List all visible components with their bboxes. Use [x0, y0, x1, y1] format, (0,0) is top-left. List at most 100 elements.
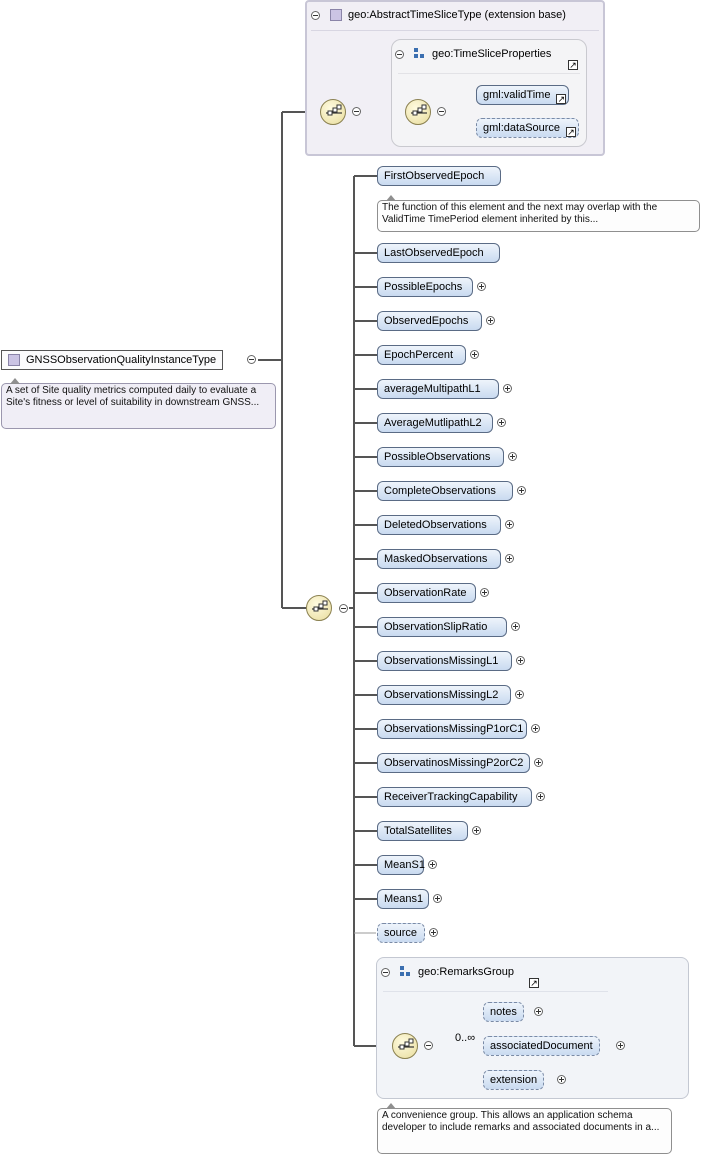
element-means1[interactable]: MeanS1	[377, 855, 425, 875]
expand-icon[interactable]	[505, 554, 514, 563]
expand-icon[interactable]	[517, 486, 526, 495]
remarks-group-title: geo:RemarksGroup	[418, 966, 514, 978]
element-label: PossibleObservations	[384, 451, 491, 463]
collapse-icon[interactable]	[381, 967, 390, 977]
element-label: ReceiverTrackingCapability	[384, 791, 518, 803]
element-notes[interactable]: notes	[483, 1002, 524, 1022]
element-label: LastObservedEpoch	[384, 247, 484, 259]
element-label: PossibleEpochs	[384, 281, 463, 293]
link-arrow-icon[interactable]: ↗	[529, 978, 539, 988]
collapse-icon[interactable]	[311, 10, 320, 20]
base-sequence-compositor[interactable]	[320, 99, 346, 125]
element-label: FirstObservedEpoch	[384, 170, 485, 182]
element-label: MaskedObservations	[384, 553, 488, 565]
element-totalsatellites[interactable]: TotalSatellites	[377, 821, 468, 841]
element-gml-datasource[interactable]: gml:dataSource ↗	[476, 118, 580, 138]
remarks-sequence-compositor[interactable]	[392, 1033, 418, 1059]
element-observationslipratio[interactable]: ObservationSlipRatio	[377, 617, 507, 637]
element-label: gml:dataSource	[483, 122, 561, 134]
element-observatinosmissingp2orc2[interactable]: ObservatinosMissingP2orC2	[377, 753, 530, 773]
element-label: CompleteObservations	[384, 485, 496, 497]
element-label: ObservationRate	[384, 587, 467, 599]
occurrence-label: 0..∞	[455, 1032, 476, 1044]
element-label: ObservationsMissingL2	[384, 689, 499, 701]
type-square-icon	[8, 354, 20, 366]
element-label: ObservatinosMissingP2orC2	[384, 757, 524, 769]
element-gml-validtime[interactable]: gml:validTime ↗	[476, 85, 570, 105]
expand-icon[interactable]	[470, 350, 479, 359]
root-doc-text: A set of Site quality metrics computed d…	[6, 385, 260, 408]
remarks-doc-text: A convenience group. This allows an appl…	[382, 1110, 660, 1133]
expand-icon[interactable]	[497, 418, 506, 427]
time-slice-group-title: geo:TimeSliceProperties	[432, 48, 552, 60]
element-source[interactable]: source	[377, 923, 425, 943]
element-label: ObservationsMissingP1orC1	[384, 723, 524, 735]
root-type-documentation: A set of Site quality metrics computed d…	[1, 378, 276, 429]
element-label: Means1	[384, 893, 424, 905]
element-label: ObservationsMissingL1	[384, 655, 499, 667]
expand-icon[interactable]	[433, 894, 442, 903]
element-label: ObservedEpochs	[384, 315, 469, 327]
collapse-icon[interactable]	[437, 107, 446, 116]
group-sequence-compositor[interactable]	[405, 99, 431, 125]
expand-icon[interactable]	[508, 452, 517, 461]
expand-icon[interactable]	[480, 588, 489, 597]
expand-icon[interactable]	[534, 758, 543, 767]
element-label: source	[384, 927, 418, 939]
element-observationsmissingl1[interactable]: ObservationsMissingL1	[377, 651, 512, 671]
group-icon	[414, 48, 426, 60]
expand-icon[interactable]	[536, 792, 545, 801]
link-arrow-icon[interactable]: ↗	[566, 127, 577, 137]
element-averagemutlipathl2[interactable]: AverageMutlipathL2	[377, 413, 493, 433]
expand-icon[interactable]	[503, 384, 512, 393]
expand-icon[interactable]	[428, 860, 437, 869]
element-possibleepochs[interactable]: PossibleEpochs	[377, 277, 473, 297]
expand-icon[interactable]	[477, 282, 486, 291]
expand-icon[interactable]	[515, 690, 524, 699]
expand-icon[interactable]	[429, 928, 438, 937]
collapse-icon[interactable]	[339, 604, 348, 613]
expand-icon[interactable]	[472, 826, 481, 835]
element-associated-document[interactable]: associatedDocument	[483, 1036, 600, 1056]
group-icon	[400, 966, 412, 978]
element-lastobservedepoch[interactable]: LastObservedEpoch	[377, 243, 500, 263]
element-possibleobservations[interactable]: PossibleObservations	[377, 447, 504, 467]
collapse-icon[interactable]	[352, 107, 361, 116]
element-label: gml:validTime	[483, 89, 551, 101]
expand-icon[interactable]	[616, 1041, 625, 1050]
element-observationrate[interactable]: ObservationRate	[377, 583, 476, 603]
sequence-compositor-icon	[398, 1038, 414, 1050]
element-observationsmissingp1orc1[interactable]: ObservationsMissingP1orC1	[377, 719, 527, 739]
element-label: associatedDocument	[490, 1040, 593, 1052]
root-type-node[interactable]: GNSSObservationQualityInstanceType	[1, 350, 224, 370]
element-label: DeletedObservations	[384, 519, 487, 531]
expand-icon[interactable]	[531, 724, 540, 733]
link-arrow-icon[interactable]: ↗	[568, 60, 578, 70]
collapse-icon[interactable]	[395, 49, 404, 59]
element-label: TotalSatellites	[384, 825, 452, 837]
element-completeobservations[interactable]: CompleteObservations	[377, 481, 513, 501]
element-observedepochs[interactable]: ObservedEpochs	[377, 311, 482, 331]
link-arrow-icon[interactable]: ↗	[556, 94, 567, 104]
expand-icon[interactable]	[516, 656, 525, 665]
element-extension[interactable]: extension	[483, 1070, 545, 1090]
element-maskedobservations[interactable]: MaskedObservations	[377, 549, 501, 569]
expand-icon[interactable]	[557, 1075, 566, 1084]
collapse-icon[interactable]	[247, 355, 256, 364]
element-label: averageMultipathL1	[384, 383, 481, 395]
expand-icon[interactable]	[511, 622, 520, 631]
element-epochpercent[interactable]: EpochPercent	[377, 345, 466, 365]
element-deletedobservations[interactable]: DeletedObservations	[377, 515, 501, 535]
element-observationsmissingl2[interactable]: ObservationsMissingL2	[377, 685, 511, 705]
collapse-icon[interactable]	[424, 1041, 433, 1050]
element-label: AverageMutlipathL2	[384, 417, 482, 429]
element-averagemultipathl1[interactable]: averageMultipathL1	[377, 379, 499, 399]
element-firstobservedepoch[interactable]: FirstObservedEpoch	[377, 166, 501, 186]
expand-icon[interactable]	[534, 1007, 543, 1016]
expand-icon[interactable]	[486, 316, 495, 325]
element-doc-text: The function of this element and the nex…	[382, 202, 658, 225]
element-receivertrackingcapability[interactable]: ReceiverTrackingCapability	[377, 787, 532, 807]
main-sequence-compositor[interactable]	[306, 595, 332, 621]
element-means1[interactable]: Means1	[377, 889, 429, 909]
expand-icon[interactable]	[505, 520, 514, 529]
